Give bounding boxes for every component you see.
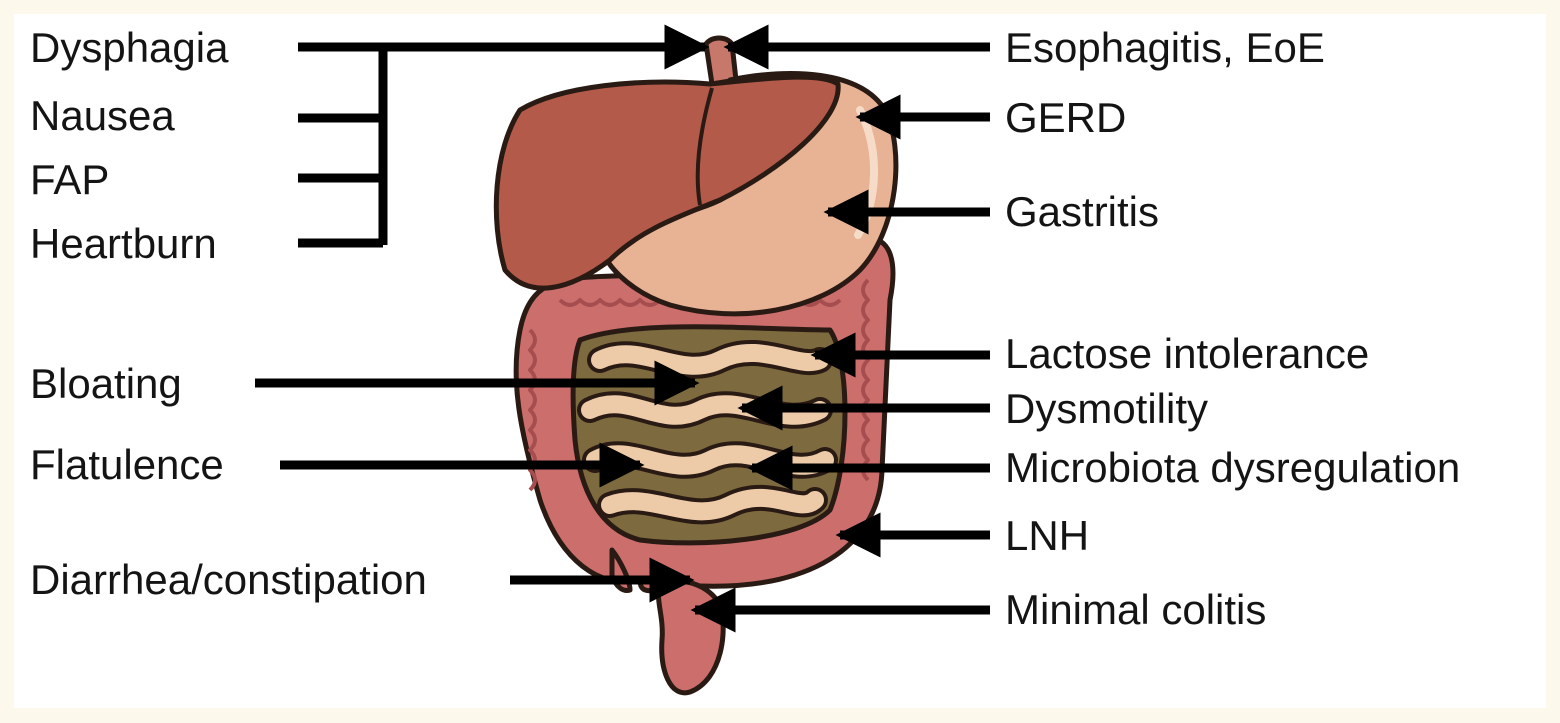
label-bloating: Bloating [30,360,182,408]
label-gastritis: Gastritis [1005,188,1159,236]
label-gerd: GERD [1005,94,1126,142]
label-minimal-colitis: Minimal colitis [1005,586,1266,634]
label-heartburn: Heartburn [30,220,217,268]
label-microbiota: Microbiota dysregulation [1005,444,1460,492]
label-dysphagia: Dysphagia [30,24,228,72]
label-dysmotility: Dysmotility [1005,385,1208,433]
label-lactose-intolerance: Lactose intolerance [1005,330,1369,378]
left-bracket-connector [298,47,383,245]
label-flatulence: Flatulence [30,441,224,489]
label-fap: FAP [30,156,109,204]
digestive-tract-illustration [496,38,896,693]
label-nausea: Nausea [30,92,175,140]
label-lnh: LNH [1005,512,1089,560]
label-diarrhea-constipation: Diarrhea/constipation [30,556,427,604]
rectum [658,581,723,693]
label-esophagitis: Esophagitis, EoE [1005,24,1325,72]
